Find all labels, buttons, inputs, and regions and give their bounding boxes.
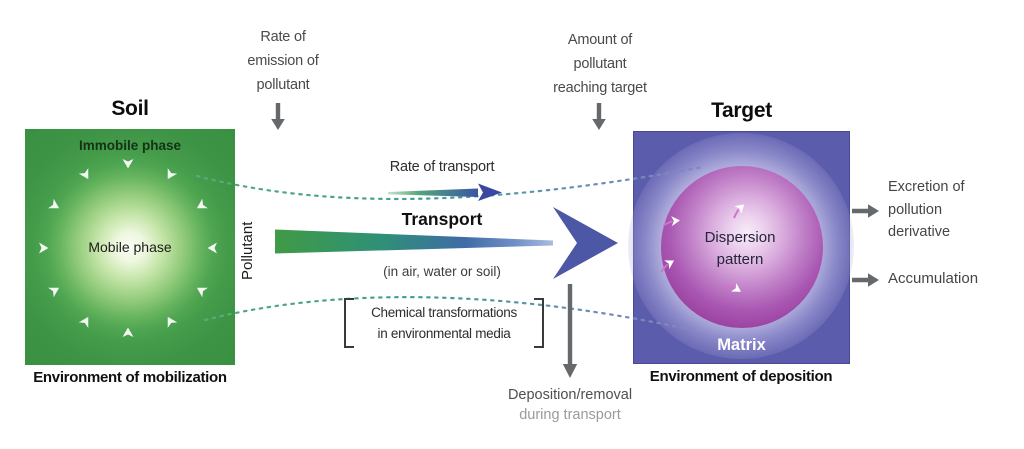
soil-caption: Environment of mobilization (33, 369, 227, 386)
right-bracket-icon (534, 298, 544, 348)
transport-arrow-body (275, 229, 553, 254)
transport-arrowhead-icon (553, 207, 618, 279)
target-caption: Environment of deposition (649, 368, 833, 385)
rate-of-emission-label: Rate of emission of pollutant (247, 29, 319, 93)
chemical-transformations-note: Chemical transformations in environmenta… (344, 298, 544, 348)
rate-of-transport-arrow-icon (388, 183, 502, 201)
transport-medium-label: (in air, water or soil) (383, 264, 501, 279)
target-title: Target (711, 99, 772, 122)
excretion-label: Excretion of pollution derivative (888, 179, 965, 240)
immobile-phase-label: Immobile phase (78, 138, 182, 153)
reaching-down-arrow-icon (592, 103, 606, 130)
accumulation-label: Accumulation (888, 270, 979, 287)
emission-down-arrow-icon (271, 103, 285, 130)
during-transport-label: during transport (519, 407, 621, 423)
deposition-removal-label: Deposition/removal (507, 387, 633, 403)
transport-label: Transport (401, 209, 483, 229)
rate-of-transport-label: Rate of transport (389, 159, 495, 175)
pollutant-label: Pollutant (239, 221, 256, 281)
chemical-transformations-label: Chemical transformations in environmenta… (371, 305, 517, 341)
soil-title: Soil (111, 97, 149, 120)
mobile-phase-label: Mobile phase (88, 239, 172, 255)
matrix-label: Matrix (717, 336, 766, 354)
accumulation-right-arrow-icon (852, 273, 879, 287)
excretion-right-arrow-icon (852, 204, 879, 218)
amount-reaching-target-label: Amount of pollutant reaching target (553, 32, 647, 96)
dispersion-pattern-label: Dispersion pattern (704, 229, 776, 268)
deposition-down-arrow-icon (562, 284, 578, 378)
left-bracket-icon (344, 298, 354, 348)
